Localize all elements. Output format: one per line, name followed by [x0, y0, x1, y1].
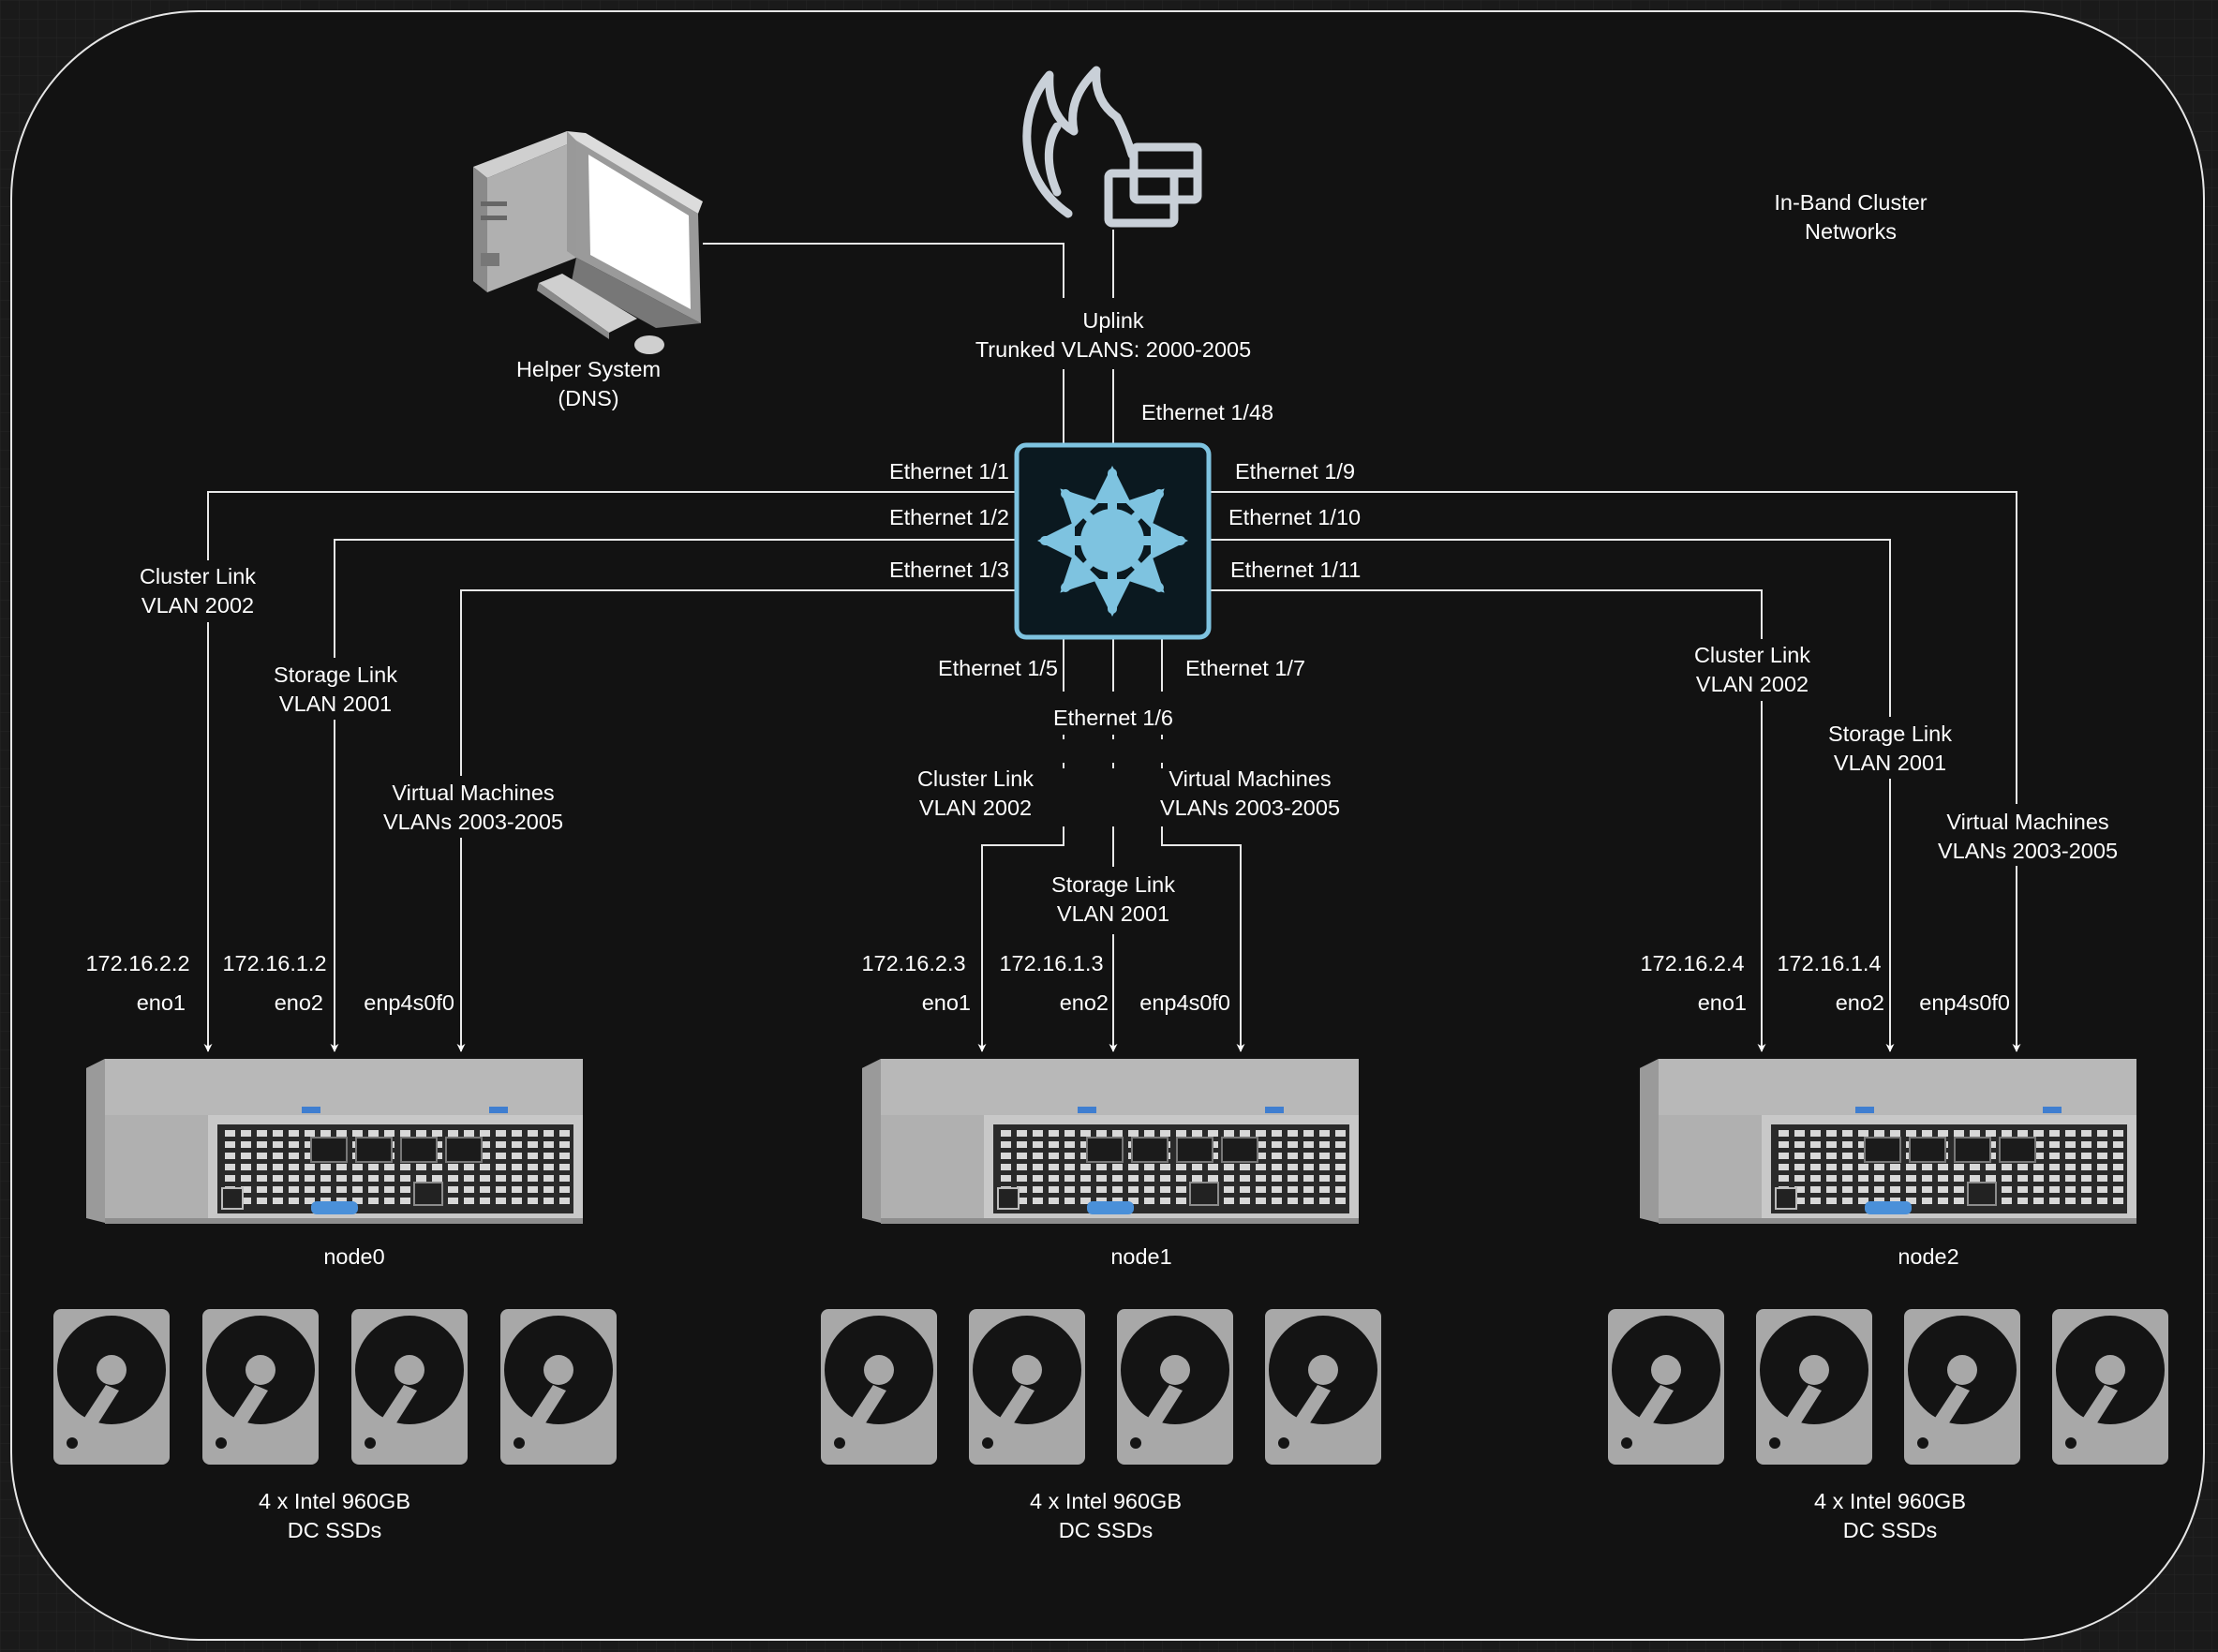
port-label-eth1-48: Ethernet 1/48 — [1141, 400, 1273, 424]
disk-icon — [1117, 1309, 1233, 1465]
interface-label-enp4s0f0: enp4s0f0 — [364, 990, 454, 1015]
link-eth1-3 — [456, 589, 1017, 1052]
storage-ip-label: 172.16.1.3 — [999, 951, 1103, 975]
helper-system-label: Helper System(DNS) — [516, 357, 661, 410]
interface-label-eno2: eno2 — [1836, 990, 1884, 1015]
interface-label-eno1: eno1 — [1698, 990, 1747, 1015]
switch-port-labels: Ethernet 1/1 Ethernet 1/2 Ethernet 1/3 E… — [889, 459, 1361, 730]
disk-icon — [821, 1309, 937, 1465]
disk-icon — [1608, 1309, 1724, 1465]
disk-icon — [2052, 1309, 2168, 1465]
server-node2[interactable] — [1640, 1059, 2136, 1224]
port-label-eth1-9: Ethernet 1/9 — [1235, 459, 1355, 484]
cluster-ip-label: 172.16.2.3 — [861, 951, 965, 975]
node-label: node2 — [1898, 1244, 1958, 1269]
port-label-eth1-10: Ethernet 1/10 — [1228, 505, 1361, 529]
server-node0[interactable] — [86, 1059, 583, 1224]
interface-label-eno2: eno2 — [1060, 990, 1109, 1015]
link-eth1-2 — [330, 539, 1017, 1052]
port-label-eth1-5: Ethernet 1/5 — [938, 656, 1058, 680]
port-label-eth1-1: Ethernet 1/1 — [889, 459, 1009, 484]
link-eth1-1 — [203, 491, 1017, 1052]
port-label-eth1-7: Ethernet 1/7 — [1185, 656, 1305, 680]
firewall-icon[interactable] — [1022, 66, 1202, 228]
computer-icon[interactable] — [473, 131, 703, 354]
disk-icon — [1904, 1309, 2020, 1465]
interface-label-eno1: eno1 — [922, 990, 971, 1015]
interface-label-eno1: eno1 — [137, 990, 186, 1015]
interface-label-enp4s0f0: enp4s0f0 — [1919, 990, 2010, 1015]
connection-lines — [203, 230, 2021, 1052]
port-label-eth1-2: Ethernet 1/2 — [889, 505, 1009, 529]
port-label-eth1-6: Ethernet 1/6 — [1053, 706, 1173, 730]
interface-label-eno2: eno2 — [275, 990, 323, 1015]
disk-icon — [969, 1309, 1085, 1465]
link-eth1-11 — [1209, 589, 1766, 1052]
disk-icon — [1265, 1309, 1381, 1465]
storage-ip-label: 172.16.1.4 — [1777, 951, 1881, 975]
server-node1[interactable] — [862, 1059, 1359, 1224]
interface-label-enp4s0f0: enp4s0f0 — [1139, 990, 1230, 1015]
disk-icon — [1756, 1309, 1872, 1465]
port-label-eth1-11: Ethernet 1/11 — [1230, 558, 1361, 582]
disk-icon — [500, 1309, 617, 1465]
node-label: node1 — [1110, 1244, 1171, 1269]
switch-icon[interactable] — [1014, 442, 1212, 640]
disk-icon — [351, 1309, 468, 1465]
disk-icon — [53, 1309, 170, 1465]
label-patches — [127, 298, 2127, 934]
port-label-eth1-3: Ethernet 1/3 — [889, 558, 1009, 582]
node-layer: node0 172.16.2.2 172.16.1.2 eno1 eno2 enp4s0f… — [53, 951, 2168, 1542]
node-label: node0 — [323, 1244, 384, 1269]
cluster-ip-label: 172.16.2.2 — [85, 951, 189, 975]
link-eth1-10 — [1209, 539, 1895, 1052]
cluster-ip-label: 172.16.2.4 — [1640, 951, 1744, 975]
storage-ip-label: 172.16.1.2 — [222, 951, 326, 975]
disk-icon — [202, 1309, 319, 1465]
helper-uplink-line — [703, 243, 1064, 445]
